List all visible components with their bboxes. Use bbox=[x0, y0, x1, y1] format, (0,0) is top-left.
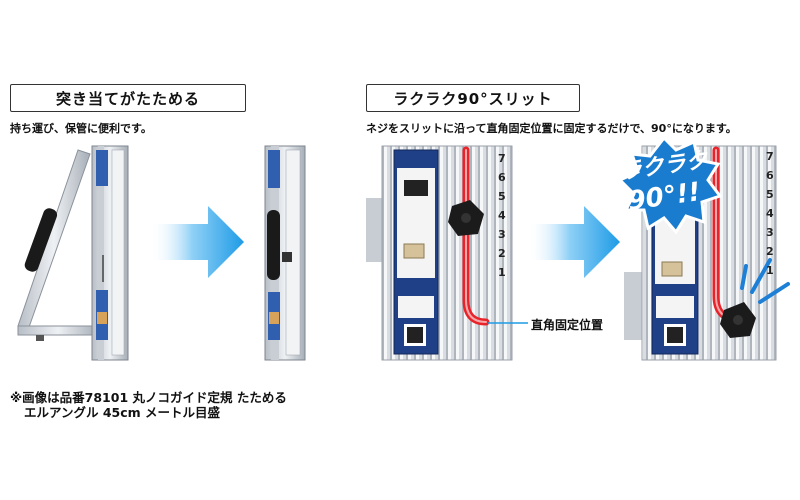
burst-text: ラクラク 90°!! bbox=[618, 148, 710, 217]
ruler-number: 2 bbox=[766, 245, 774, 258]
ruler-number: 4 bbox=[498, 209, 506, 222]
left-arrow bbox=[150, 206, 244, 278]
ruler-number: 5 bbox=[766, 188, 774, 201]
ruler-number: 1 bbox=[766, 264, 774, 277]
ruler-number: 1 bbox=[498, 266, 506, 279]
ruler-number: 3 bbox=[766, 226, 774, 239]
right-heading-text: ラクラク90°スリット bbox=[393, 89, 553, 108]
ruler-number: 2 bbox=[498, 247, 506, 260]
ruler-number: 6 bbox=[498, 171, 506, 184]
folded-ruler bbox=[264, 145, 306, 361]
ruler-number: 6 bbox=[766, 169, 774, 182]
note-line-2: エルアングル 45cm メートル目盛 bbox=[24, 405, 221, 420]
note-line-1: ※画像は品番78101 丸ノコガイド定規 たためる bbox=[10, 390, 287, 405]
right-arrow bbox=[528, 206, 620, 278]
unfolded-ruler bbox=[17, 145, 129, 361]
right-subtext: ネジをスリットに沿って直角固定位置に固定するだけで、90°になります。 bbox=[366, 122, 737, 135]
ruler-number: 7 bbox=[766, 150, 774, 163]
ruler-number: 4 bbox=[766, 207, 774, 220]
left-subtext: 持ち運び、保管に便利です。 bbox=[10, 122, 152, 135]
burst-badge bbox=[617, 135, 723, 235]
left-heading: 突き当てがたためる bbox=[10, 84, 246, 112]
product-note: ※画像は品番78101 丸ノコガイド定規 たためる エルアングル 45cm メー… bbox=[10, 390, 287, 420]
ruler-number: 5 bbox=[498, 190, 506, 203]
ruler-number: 3 bbox=[498, 228, 506, 241]
right-heading: ラクラク90°スリット bbox=[366, 84, 580, 112]
right-angle-position-label: 直角固定位置 bbox=[531, 318, 604, 332]
left-heading-text: 突き当てがたためる bbox=[55, 89, 200, 108]
slit-before-image bbox=[366, 145, 528, 361]
ruler-number: 7 bbox=[498, 152, 506, 165]
